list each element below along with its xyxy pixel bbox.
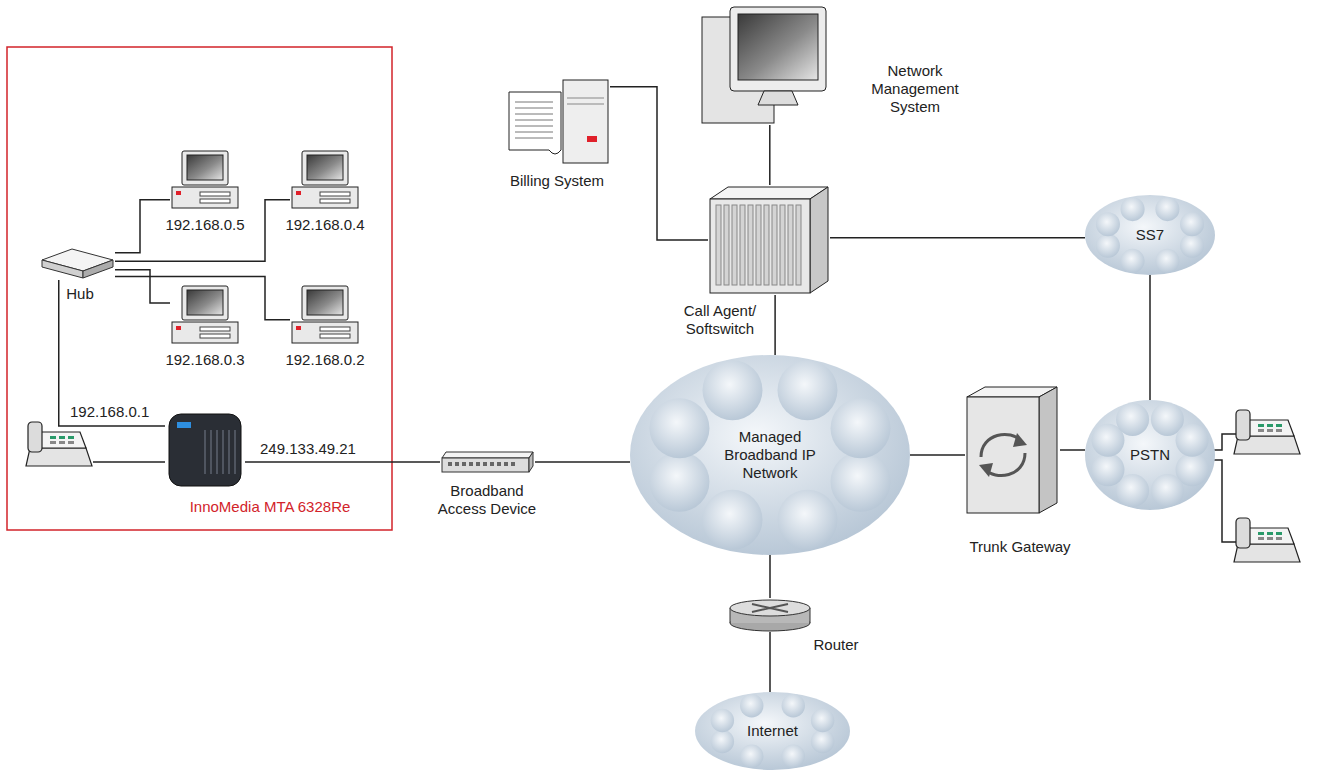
device-label: InnoMedia MTA 6328Re [160, 498, 380, 516]
phone-wire [1212, 434, 1236, 450]
network-link [115, 200, 170, 253]
device-label: 192.168.0.4 [265, 216, 385, 234]
phone-icon [1234, 518, 1300, 562]
network-link [769, 632, 771, 692]
device-label: Billing System [477, 172, 637, 190]
network-link [774, 295, 776, 355]
network-link [830, 237, 1085, 239]
device-label-box: 192.168.0.4 [265, 216, 385, 234]
device-label: Call Agent/ Softswitch [673, 302, 768, 338]
phone-wire [93, 461, 165, 463]
device-label-box: Hub [50, 285, 110, 303]
network-cloud: PSTN [1085, 400, 1215, 510]
cloud-text-box: PSTN [1085, 400, 1215, 510]
network-link [115, 200, 290, 261]
device-label: 192.168.0.3 [145, 351, 265, 369]
device-label: 192.168.0.5 [145, 216, 265, 234]
phone-wire [1212, 460, 1236, 542]
device-label: Broadband Access Device [427, 482, 547, 518]
device-label-box: InnoMedia MTA 6328Re [160, 498, 380, 516]
computer-node: 192.168.0.5 [170, 150, 240, 210]
nms-icon [690, 5, 830, 125]
mta-node: InnoMedia MTA 6328Re [165, 410, 245, 490]
network-link [910, 454, 965, 456]
ip-address-label: 249.133.49.21 [258, 440, 358, 458]
pc-icon [290, 285, 360, 345]
billing-node: Billing System [505, 78, 610, 165]
gateway-node: Trunk Gateway [965, 385, 1060, 515]
cloud-text-box: Managed Broadband IP Network [630, 355, 910, 555]
product-frame [7, 47, 392, 530]
network-cloud: Internet [695, 692, 850, 770]
hub-node: Hub [40, 246, 115, 280]
network-link [1149, 275, 1151, 400]
device-label-box: 192.168.0.3 [145, 351, 265, 369]
hub-icon [40, 246, 115, 280]
router-icon [728, 598, 812, 632]
device-label-box: Call Agent/ Softswitch [673, 302, 768, 338]
ca-icon [708, 185, 830, 295]
phone-icon [1234, 410, 1300, 454]
device-label-box: 192.168.0.2 [265, 351, 385, 369]
device-label-box: Broadband Access Device [427, 482, 547, 518]
bad-icon [440, 450, 535, 474]
computer-node: 192.168.0.3 [170, 285, 240, 345]
softswitch-node: Call Agent/ Softswitch [708, 185, 830, 295]
device-label-box: Router [801, 636, 871, 654]
cloud-text-box: SS7 [1085, 195, 1215, 275]
device-label: 192.168.0.2 [265, 351, 385, 369]
pc-icon [170, 285, 240, 345]
phone-icon [26, 422, 92, 466]
mta-icon [165, 410, 245, 490]
network-link [245, 461, 440, 463]
device-label-box: 192.168.0.5 [145, 216, 265, 234]
network-cloud: Managed Broadband IP Network [630, 355, 910, 555]
management-node: Network Management System [690, 5, 830, 125]
network-cloud: SS7 [1085, 195, 1215, 275]
cloud-label: PSTN [1130, 446, 1170, 464]
pc-icon [290, 150, 360, 210]
device-label-box: Network Management System [860, 62, 970, 116]
pc-icon [170, 150, 240, 210]
access-device-node: Broadband Access Device [440, 450, 535, 474]
network-link [769, 125, 771, 185]
network-link [769, 555, 771, 598]
cloud-text-box: Internet [695, 692, 850, 770]
network-link [535, 461, 630, 463]
device-label: Network Management System [860, 62, 970, 116]
network-link [115, 277, 290, 320]
device-label-box: Billing System [477, 172, 637, 190]
computer-node: 192.168.0.4 [290, 150, 360, 210]
device-label: Router [801, 636, 871, 654]
cloud-label: Internet [747, 722, 798, 740]
ip-address-label: 192.168.0.1 [68, 403, 151, 421]
bill-icon [505, 78, 610, 165]
device-label: Trunk Gateway [955, 538, 1085, 556]
trunk-icon [965, 385, 1060, 515]
router-node: Router [728, 598, 812, 632]
network-link [1060, 449, 1085, 451]
cloud-label: Managed Broadband IP Network [713, 428, 828, 482]
cloud-label: SS7 [1136, 226, 1164, 244]
network-link [610, 87, 708, 240]
computer-node: 192.168.0.2 [290, 285, 360, 345]
network-link [115, 270, 170, 303]
device-label: Hub [50, 285, 110, 303]
device-label-box: Trunk Gateway [955, 538, 1085, 556]
